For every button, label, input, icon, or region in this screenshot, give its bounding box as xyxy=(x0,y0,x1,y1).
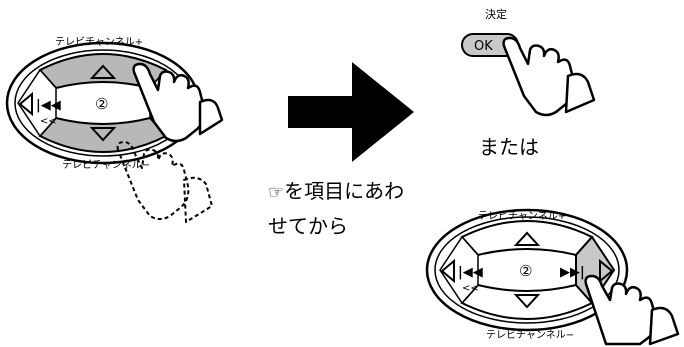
remote-right-top-label: テレビチャンネル+ xyxy=(478,210,566,222)
remote-left-skip-back-label: |◀◀ xyxy=(36,98,61,113)
or-text: または xyxy=(479,135,539,159)
hand-icon xyxy=(584,274,680,346)
remote-left-rewind-label: << xyxy=(40,116,57,127)
ok-button-group: 決定 OK xyxy=(461,7,519,57)
remote-right: |◀◀ << ▶▶| ② テレビチャンネル+ テレビチャンネル− xyxy=(425,208,629,341)
down-triangle-icon xyxy=(89,127,117,142)
remote-right-skip-back-label: |◀◀ xyxy=(458,265,483,280)
up-triangle-icon xyxy=(89,64,117,79)
up-triangle-icon xyxy=(513,231,541,246)
pointer-icon: ☞ xyxy=(268,182,285,203)
left-triangle-icon xyxy=(440,258,455,284)
remote-left-bottom-label: テレビチャンネル− xyxy=(62,159,150,171)
remote-left-left-key[interactable] xyxy=(17,68,57,138)
hand-icon xyxy=(132,62,224,143)
remote-right-center-label: ② xyxy=(519,262,532,280)
remote-left: |◀◀ << >> ② テレビチャンネル+ テレビチャンネル− xyxy=(5,36,201,171)
instruction-line-2: せてから xyxy=(268,214,348,238)
remote-right-left-key[interactable] xyxy=(439,235,479,305)
hand-icon xyxy=(116,141,213,223)
arrow-right-icon xyxy=(288,62,414,162)
ok-button-title: 決定 xyxy=(485,7,507,21)
down-triangle-icon xyxy=(513,294,541,309)
instruction-line-1: ☞を項目にあわ xyxy=(268,177,404,207)
left-triangle-icon xyxy=(18,91,33,117)
remote-left-center-label: ② xyxy=(95,95,108,113)
remote-right-skip-forward-label: ▶▶| xyxy=(560,265,585,280)
remote-right-rewind-label: << xyxy=(462,283,479,294)
hand-icon xyxy=(502,36,596,117)
remote-left-top-label: テレビチャンネル+ xyxy=(55,36,143,48)
remote-right-bottom-label: テレビチャンネル− xyxy=(486,329,574,341)
instruction-text-1: を項目にあわ xyxy=(284,179,405,203)
right-triangle-icon xyxy=(599,258,614,284)
ok-button-label: OK xyxy=(474,39,493,54)
